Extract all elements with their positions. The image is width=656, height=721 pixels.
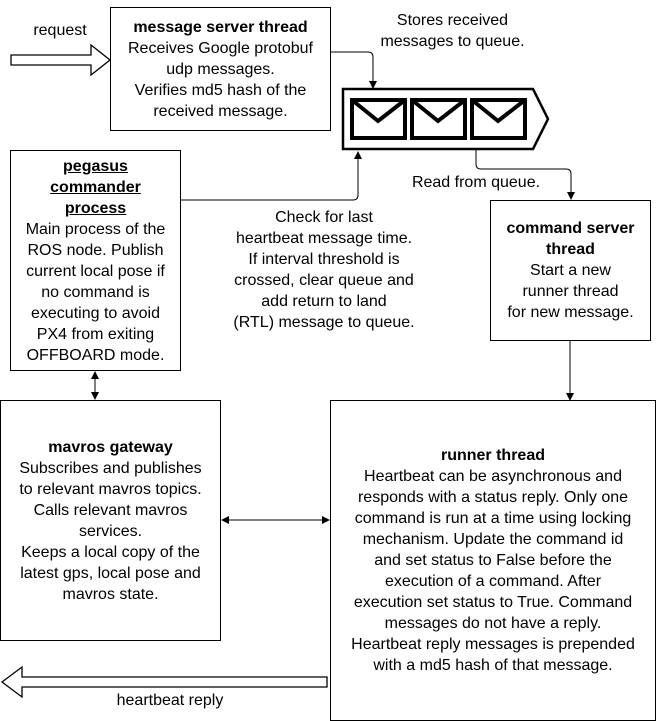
mavros-gateway-line: Keeps a local copy of the (21, 543, 200, 561)
message-server-line: Verifies md5 hash of the (134, 81, 307, 99)
mavros-gateway-line: services. (78, 522, 143, 540)
heartbeat-check-label: Check for last heartbeat message time. I… (210, 207, 438, 333)
pegasus-box: pegasus commander process Main process o… (10, 150, 181, 371)
runner-thread-title: runner thread (440, 447, 545, 464)
message-server-line: received message. (153, 102, 288, 120)
connector-server-to-queue (331, 51, 377, 89)
heartbeat-check-line: add return to land (261, 293, 387, 310)
pegasus-line: no command is (41, 283, 150, 301)
stores-label-line: messages to queue. (380, 33, 525, 50)
message-server-line: Receives Google protobuf (128, 39, 313, 57)
stores-label-line: Stores received (396, 12, 509, 29)
runner-thread-line: messages do not have a reply. (384, 615, 602, 632)
pegasus-line: OFFBOARD mode. (26, 346, 165, 364)
heartbeat-check-line: If interval threshold is (248, 251, 400, 268)
pegasus-line: PX4 from exiting (36, 325, 155, 343)
mavros-gateway-line: Subscribes and publishes (19, 459, 202, 477)
heartbeat-reply-arrow (0, 665, 328, 699)
heartbeat-check-line: Check for last (275, 209, 373, 226)
message-server-line: udp messages. (166, 60, 275, 78)
mavros-gateway-line: latest gps, local pose and (20, 564, 201, 582)
runner-thread-line: execution of a command. After (384, 573, 602, 590)
pegasus-line: Main process of the (25, 220, 166, 238)
pegasus-line: ROS node. Publish (27, 241, 164, 259)
command-server-box: command server thread Start a new runner… (490, 200, 651, 341)
connector-pegasus-to-queue (181, 151, 362, 201)
mavros-gateway-line: to relevant mavros topics. (19, 480, 202, 498)
command-server-title: thread (546, 241, 595, 258)
message-queue-icon (341, 87, 550, 151)
heartbeat-check-line: (RTL) message to queue. (233, 314, 415, 331)
stores-label: Stores received messages to queue. (355, 10, 550, 52)
envelope-icon (410, 98, 467, 140)
heartbeat-check-line: crossed, clear queue and (234, 272, 414, 289)
runner-thread-line: Heartbeat reply messages is prepended (351, 636, 635, 653)
message-server-box: message server thread Receives Google pr… (110, 7, 331, 131)
mavros-gateway-line: Calls relevant mavros (33, 501, 188, 519)
runner-thread-line: responds with a status reply. Only one (357, 489, 629, 506)
message-server-title: message server thread (133, 18, 308, 36)
runner-thread-line: Heartbeat can be asynchronous and (364, 468, 622, 485)
runner-thread-line: execution set status to True. Command (353, 594, 633, 611)
runner-thread-box: runner thread Heartbeat can be asynchron… (330, 400, 656, 721)
command-server-line: for new message. (507, 304, 634, 321)
runner-thread-line: command is run at a time using locking (354, 510, 632, 527)
heartbeat-reply-label: heartbeat reply (116, 692, 224, 709)
command-server-line: runner thread (522, 283, 619, 300)
read-queue-label: Read from queue. (411, 174, 541, 191)
runner-thread-line: and set status to False before the (374, 552, 612, 569)
mavros-gateway-title: mavros gateway (48, 438, 173, 456)
envelope-icon (470, 98, 527, 140)
pegasus-title: process (64, 199, 127, 217)
runner-thread-line: mechanism. Update the command id (362, 531, 624, 548)
pegasus-title: commander (50, 178, 141, 196)
mavros-gateway-line: mavros state. (62, 585, 159, 603)
pegasus-line: current local pose if (26, 262, 165, 280)
command-server-title: command server (506, 220, 635, 237)
request-arrow (10, 43, 112, 77)
command-server-line: Start a new (530, 262, 611, 279)
pegasus-title: pegasus (63, 157, 128, 175)
envelope-icon (350, 98, 407, 140)
runner-thread-line: with a md5 hash of that message. (373, 657, 613, 674)
mavros-gateway-box: mavros gateway Subscribes and publishes … (0, 400, 221, 641)
request-label: request (33, 22, 87, 39)
connector-queue-to-command (475, 150, 575, 200)
pegasus-line: executing to avoid (31, 304, 160, 322)
heartbeat-check-line: heartbeat message time. (235, 230, 413, 247)
